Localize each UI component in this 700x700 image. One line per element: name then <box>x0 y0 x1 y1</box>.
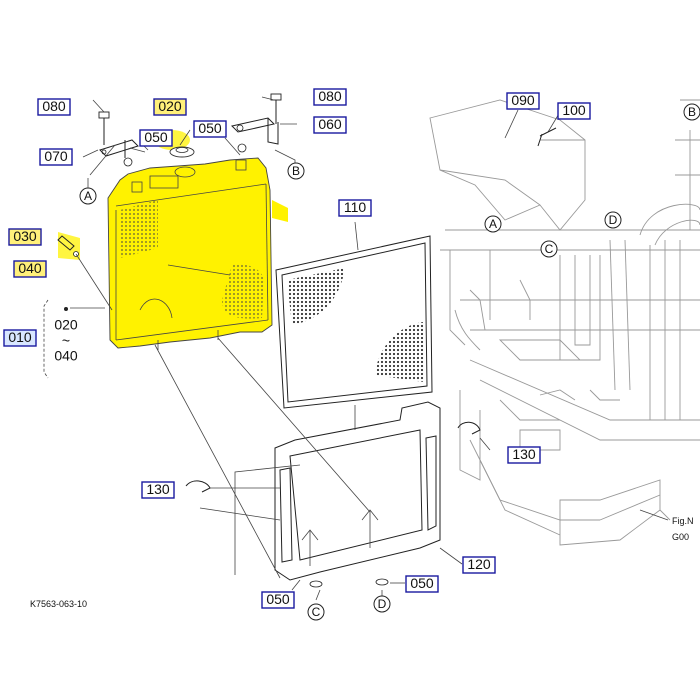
range-sep: ~ <box>62 333 70 349</box>
callout-050-mid: 050 <box>193 120 227 138</box>
callout-020: 020 <box>153 98 187 116</box>
callout-110: 110 <box>338 199 372 217</box>
callout-020-text: 020 <box>158 98 182 114</box>
fig-reference: Fig.N G00 <box>672 516 694 542</box>
ref-d-right-text: D <box>609 213 618 227</box>
ref-d-right: D <box>604 211 622 229</box>
ref-b-text: B <box>292 164 300 178</box>
callout-090-text: 090 <box>511 92 535 108</box>
fig-ref-line2: G00 <box>672 532 689 542</box>
callout-110-text: 110 <box>344 199 367 215</box>
ref-a-right-text: A <box>489 217 497 231</box>
callout-040-text: 040 <box>18 260 42 276</box>
ref-b-left: B <box>287 162 305 180</box>
callout-050-left: 050 <box>139 129 173 147</box>
callout-050-bottom-right-text: 050 <box>410 575 434 591</box>
shroud-frame <box>274 401 441 581</box>
bolt-100 <box>537 127 557 147</box>
ref-a-text: A <box>84 189 92 203</box>
callout-080-right-text: 080 <box>318 88 342 104</box>
callout-130-left: 130 <box>141 481 175 499</box>
radiator-highlight <box>107 157 288 350</box>
clip-left <box>185 480 211 493</box>
callout-120-text: 120 <box>467 556 491 572</box>
ref-c-right-text: C <box>545 242 554 256</box>
diagram-id: K7563-063-10 <box>30 599 87 609</box>
screen-panel <box>275 235 433 409</box>
callout-030: 030 <box>8 228 42 246</box>
bracket-left <box>98 111 139 167</box>
callout-130-right-text: 130 <box>512 446 536 462</box>
leader-lines <box>70 96 669 601</box>
callout-080-right: 080 <box>313 88 347 106</box>
bracket-right <box>231 93 282 153</box>
callout-100: 100 <box>557 102 591 120</box>
ref-d-bottom: D <box>373 595 391 613</box>
callout-040: 040 <box>13 260 47 278</box>
callout-080-left-text: 080 <box>42 98 66 114</box>
clip-right <box>457 421 481 435</box>
drain-cock <box>57 235 113 311</box>
callout-100-text: 100 <box>562 102 586 118</box>
ref-c-bottom: C <box>307 603 325 621</box>
callout-050-bottom-left-text: 050 <box>266 591 290 607</box>
fig-ref-line1: Fig.N <box>672 516 694 526</box>
callout-030-text: 030 <box>13 228 37 244</box>
callout-010: 010 <box>3 329 37 347</box>
range-from: 020 <box>54 317 78 333</box>
bushing-bottom <box>309 578 389 588</box>
range-note: 020 ~ 040 <box>43 299 78 379</box>
callout-050-mid-text: 050 <box>198 120 222 136</box>
callout-060-text: 060 <box>318 116 342 132</box>
callout-060: 060 <box>313 116 347 134</box>
callout-010-text: 010 <box>8 329 32 345</box>
ref-a-left: A <box>79 178 97 205</box>
ref-c-right: C <box>540 240 558 258</box>
callout-070-text: 070 <box>44 148 68 164</box>
callout-050-bottom-left: 050 <box>261 591 295 609</box>
callout-120: 120 <box>462 556 496 574</box>
callout-130-right: 130 <box>507 446 541 464</box>
ref-d-bottom-text: D <box>378 597 387 611</box>
tractor-frame <box>429 99 700 546</box>
ref-partial-b-text: B <box>688 105 696 119</box>
radiator-cap <box>169 146 195 158</box>
range-to: 040 <box>54 348 78 364</box>
ref-partial-b: B <box>683 103 700 121</box>
callout-130-left-text: 130 <box>146 481 170 497</box>
ref-c-bottom-text: C <box>312 605 321 619</box>
ref-a-right: A <box>484 215 502 233</box>
callout-090: 090 <box>506 92 540 110</box>
callout-050-bottom-right: 050 <box>405 575 439 593</box>
callout-050-left-text: 050 <box>144 129 168 145</box>
callout-070: 070 <box>39 148 73 166</box>
callout-080-left: 080 <box>37 98 71 116</box>
